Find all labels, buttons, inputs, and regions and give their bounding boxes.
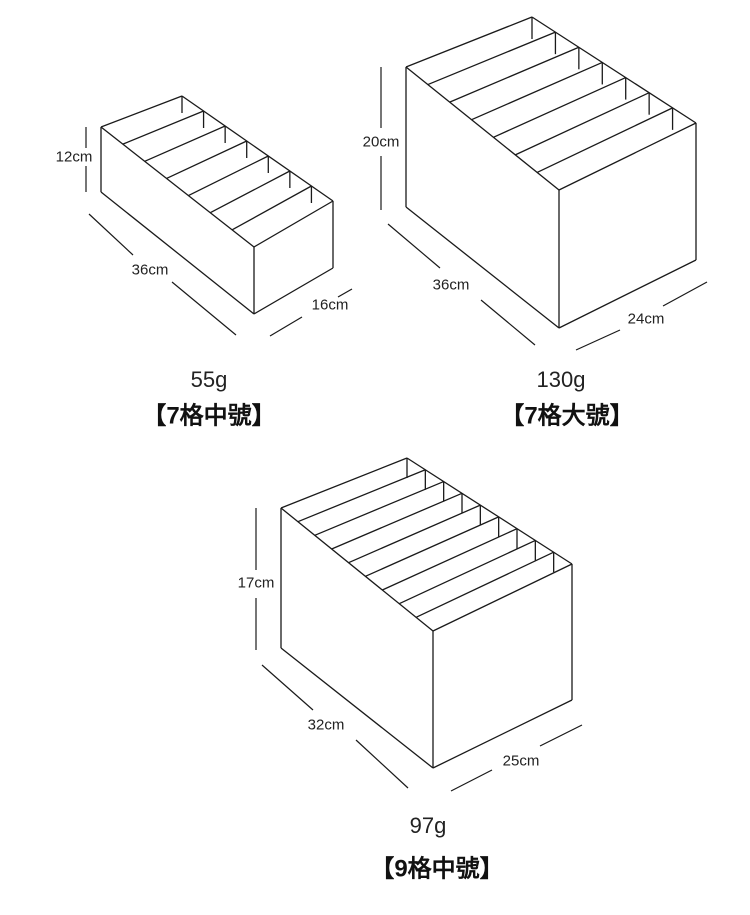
box-3-front-bottom-edge: [432, 699, 573, 769]
box-large-height-label: 20cm: [362, 133, 400, 151]
box-3-dimension-line: [355, 739, 409, 789]
box-2-divider-top: [449, 46, 580, 103]
box-2-front-bottom-edge: [558, 259, 697, 329]
box-2-right-top-edge: [531, 16, 697, 124]
box-small-height-label: 12cm: [55, 148, 93, 166]
box-1-dimension-line: [88, 213, 134, 256]
box-3-divider-top: [314, 480, 444, 536]
box-3-left-bottom-edge: [280, 647, 434, 769]
box-2-dimension-line: [662, 281, 708, 307]
box-nine-height-label: 17cm: [237, 574, 275, 592]
box-3-divider-top: [297, 469, 426, 523]
box-2-dimension-line: [387, 223, 441, 269]
box-nine-weight: 97g: [409, 813, 447, 838]
box-3-divider-top: [331, 492, 463, 550]
box-1-divider-top: [122, 110, 204, 145]
box-1-divider-top: [144, 125, 226, 162]
box-2-divider-top: [515, 92, 650, 156]
box-small-length-label: 36cm: [131, 261, 169, 279]
box-3-dimension-line: [539, 724, 583, 747]
box-3-dimension-line: [261, 664, 314, 711]
box-large-length-label: 36cm: [432, 276, 470, 294]
box-3-divider-top: [365, 516, 499, 577]
box-3-divider-top: [398, 539, 536, 605]
box-1-left-bottom-edge: [100, 191, 255, 315]
box-1-left-top-edge: [100, 126, 255, 248]
box-3-dimension-line: [450, 769, 493, 792]
box-1-divider-top: [188, 155, 269, 197]
box-large-weight: 130g: [536, 367, 586, 392]
box-2-divider-top: [471, 61, 603, 121]
box-large-width-label: 24cm: [627, 310, 665, 328]
box-3-divider-top: [382, 528, 518, 591]
box-2-dimension-line: [575, 329, 621, 351]
box-2-divider-top: [536, 107, 673, 174]
box-2-left-bottom-edge: [405, 206, 560, 329]
box-3-divider-top: [415, 551, 554, 618]
box-2-divider-top: [427, 31, 556, 86]
box-2-dimension-line: [480, 299, 536, 346]
box-2-left-top-edge: [405, 66, 560, 191]
box-1-divider-top: [166, 140, 247, 180]
box-2-back-edge: [405, 16, 533, 68]
box-nine-width-label: 25cm: [502, 752, 540, 770]
box-1-dimension-line: [269, 316, 303, 337]
box-2-divider-top: [493, 76, 626, 138]
box-3-back-edge: [280, 457, 408, 509]
box-1-dimension-line: [171, 281, 237, 336]
box-1-divider-top: [209, 170, 291, 214]
box-3-right-top-edge: [406, 457, 573, 565]
box-1-back-edge: [100, 95, 183, 128]
box-nine-length-label: 32cm: [307, 716, 345, 734]
box-1-right-top-edge: [181, 95, 334, 202]
box-large-name: 【7格大號】: [500, 402, 634, 430]
box-1-dimension-line: [337, 288, 353, 298]
box-small-width-label: 16cm: [311, 296, 349, 314]
box-3-front-top-edge: [432, 563, 573, 632]
box-1-front-bottom-edge: [253, 267, 334, 315]
box-nine-name: 【9格中號】: [370, 855, 504, 883]
box-3-divider-top: [348, 504, 481, 564]
box-2-front-top-edge: [558, 122, 697, 191]
box-1-front-top-edge: [253, 200, 334, 248]
box-1-divider-top: [231, 185, 312, 231]
box-3-left-top-edge: [280, 507, 434, 632]
box-small-weight: 55g: [190, 367, 228, 392]
box-small-name: 【7格中號】: [142, 402, 276, 430]
